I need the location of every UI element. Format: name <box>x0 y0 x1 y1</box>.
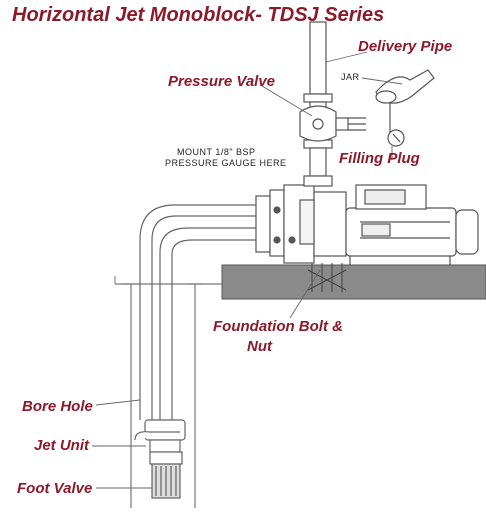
filling-plug <box>387 102 405 147</box>
label-mount-line2: PRESSURE GAUGE HERE <box>165 158 287 168</box>
leader-lines <box>92 51 403 489</box>
label-foundation-line2: Nut <box>247 338 272 355</box>
label-foundation-line1: Foundation Bolt & <box>213 318 343 335</box>
label-filling-plug: Filling Plug <box>339 150 420 167</box>
jar <box>375 69 435 104</box>
jet-unit <box>134 419 186 453</box>
pump-casing <box>255 184 347 264</box>
label-delivery-pipe: Delivery Pipe <box>358 38 453 55</box>
delivery-pipe <box>303 21 333 187</box>
label-mount-line1: MOUNT 1/8" BSP <box>177 147 256 157</box>
motor <box>345 184 479 265</box>
foot-valve <box>149 451 183 499</box>
foundation-slab <box>221 264 486 300</box>
suction-pipe <box>139 204 258 430</box>
label-pressure-valve: Pressure Valve <box>168 73 276 90</box>
bore-hole-casing <box>123 283 203 508</box>
label-foot-valve: Foot Valve <box>17 480 93 497</box>
label-bore-hole: Bore Hole <box>22 398 93 415</box>
label-jet-unit: Jet Unit <box>34 437 90 454</box>
label-jar: JAR <box>341 72 360 82</box>
foundation-bolts <box>307 263 347 292</box>
pressure-valve <box>299 105 366 142</box>
page-title: Horizontal Jet Monoblock- TDSJ Series <box>12 4 385 26</box>
